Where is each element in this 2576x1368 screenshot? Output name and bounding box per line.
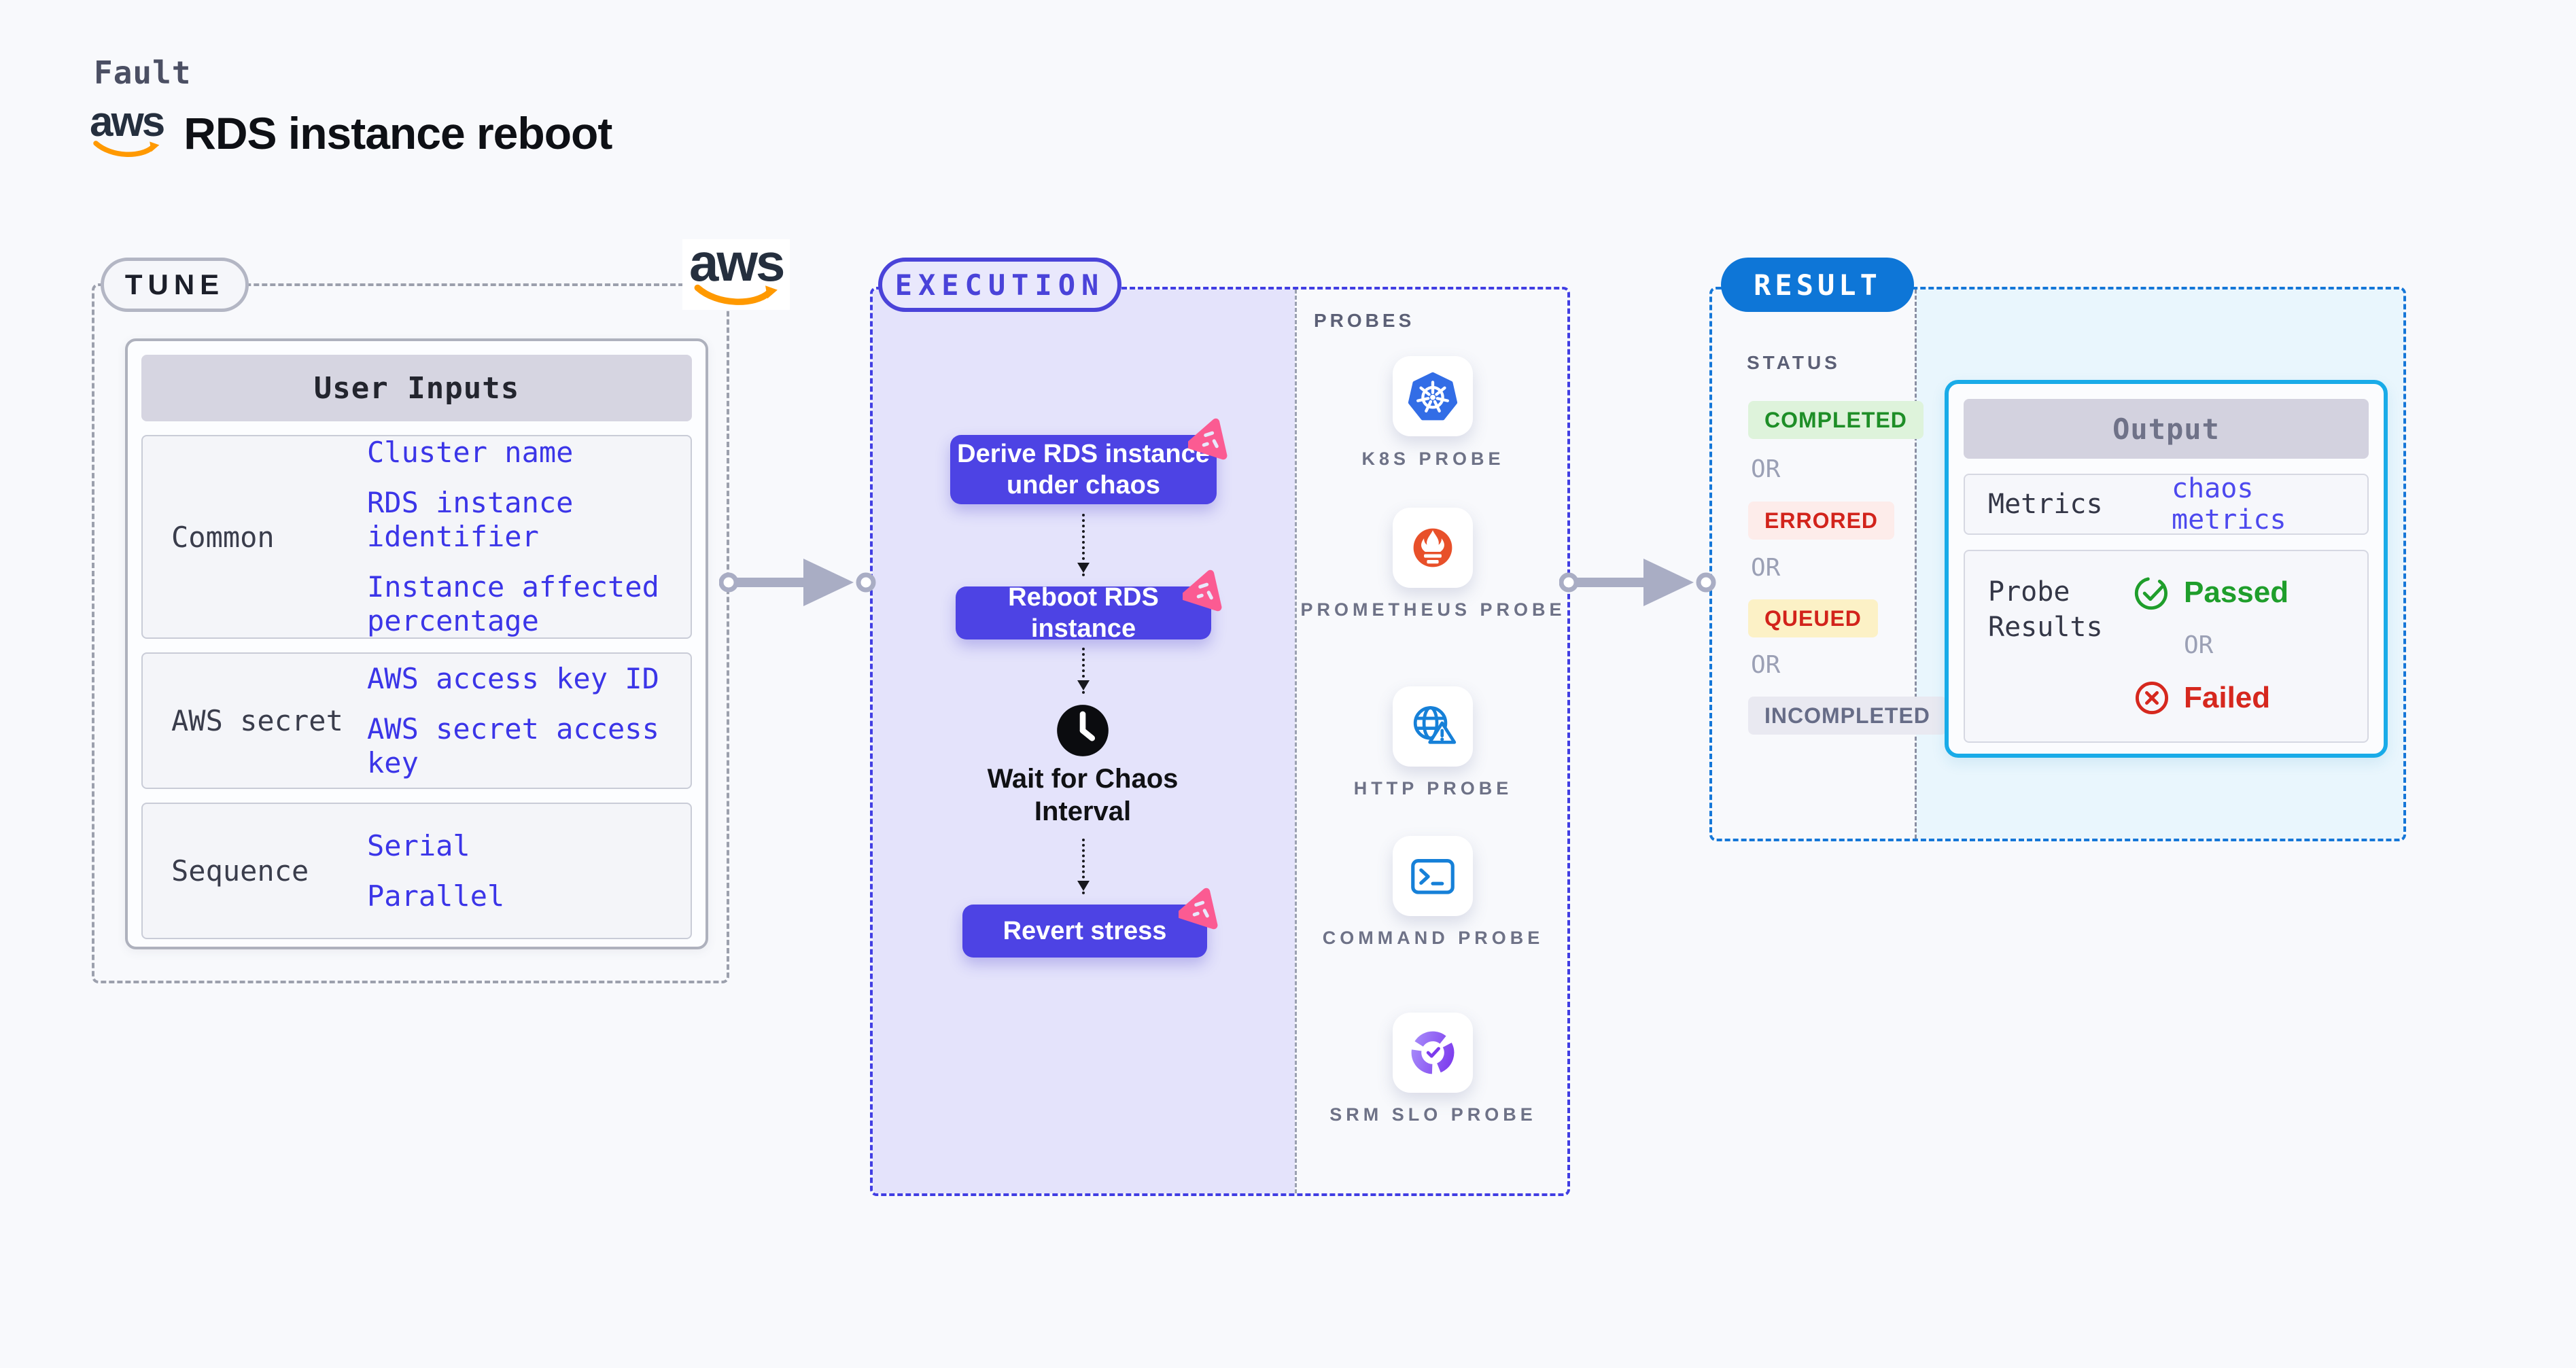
metrics-label: Metrics <box>1988 489 2103 520</box>
step-label: Reboot RDS instance <box>1008 583 1159 643</box>
execution-to-result-arrow <box>1559 559 1716 606</box>
aws-logo-icon: aws <box>90 101 165 160</box>
user-inputs-header: User Inputs <box>141 355 692 421</box>
aws-smile-icon <box>93 140 160 157</box>
row-label: AWS secret <box>171 704 343 737</box>
status-badge-incompleted: INCOMPLETED <box>1748 697 1947 735</box>
input-value: RDS instance identifier <box>367 486 574 553</box>
table-row-aws-secret: AWS secret AWS access key ID AWS secret … <box>141 652 692 789</box>
metrics-row: Metrics chaos metrics <box>1964 473 2369 536</box>
check-circle-icon <box>2134 577 2168 610</box>
probes-divider <box>1295 290 1297 1193</box>
table-row-common: Common Cluster name RDS instance identif… <box>141 435 692 639</box>
aws-smile-icon <box>694 284 778 305</box>
user-inputs-table: User Inputs Common Cluster name RDS inst… <box>125 338 708 949</box>
status-title: STATUS <box>1747 352 1841 373</box>
prometheus-probe-card <box>1393 508 1473 588</box>
or-separator: OR <box>1751 554 1781 582</box>
title-row: aws RDS instance reboot <box>90 101 612 160</box>
chaos-icon <box>1179 888 1218 930</box>
status-badge-queued: QUEUED <box>1748 599 1878 637</box>
flow-connector <box>1077 514 1090 576</box>
result-badge: RESULT <box>1721 258 1914 312</box>
probes-title: PROBES <box>1314 310 1415 331</box>
input-value: AWS secret access key <box>367 712 659 779</box>
output-header: Output <box>1964 399 2369 459</box>
chaos-icon <box>1188 418 1228 460</box>
tune-to-execution-arrow <box>719 559 876 606</box>
or-separator: OR <box>2184 631 2214 659</box>
derive-rds-instance-step-button[interactable]: Derive RDS instance under chaos <box>950 418 1228 504</box>
tune-section <box>92 283 729 983</box>
row-values: AWS access key ID AWS secret access key <box>367 654 691 788</box>
chaos-metrics-link[interactable]: chaos metrics <box>2172 473 2286 536</box>
flow-connector <box>1077 839 1090 894</box>
status-badge-errored: ERRORED <box>1748 502 1895 540</box>
row-label: Sequence <box>171 854 309 888</box>
srm-slo-probe-card <box>1393 1013 1473 1093</box>
wait-clock-icon <box>1054 701 1112 760</box>
k8s-probe-card <box>1393 356 1473 436</box>
input-value: Instance affected percentage <box>367 570 659 637</box>
status-output-divider <box>1915 290 1917 839</box>
reboot-rds-instance-step-button[interactable]: Reboot RDS instance <box>956 569 1222 643</box>
prometheus-probe-icon <box>1413 528 1452 567</box>
revert-stress-step-button[interactable]: Revert stress <box>962 888 1218 958</box>
passed-item: Passed <box>2134 574 2288 611</box>
probe-label: SRM SLO PROBE <box>1329 1104 1537 1125</box>
step-label: Derive RDS instance under chaos <box>957 440 1210 499</box>
table-row-sequence: Sequence Serial Parallel <box>141 803 692 939</box>
http-probe-card <box>1393 686 1473 767</box>
fault-kicker: Fault <box>94 54 192 91</box>
input-value: AWS access key ID <box>367 661 659 695</box>
output-card: Output Metrics chaos metrics Probe Resul… <box>1945 380 2388 758</box>
or-separator: OR <box>1751 455 1781 483</box>
failed-label: Failed <box>2184 681 2271 714</box>
probe-label: COMMAND PROBE <box>1322 928 1544 948</box>
probe-label: K8S PROBE <box>1361 449 1505 469</box>
probe-label: PROMETHEUS PROBE <box>1300 599 1566 620</box>
result-section <box>1709 287 2406 841</box>
http-probe-icon <box>1413 706 1457 744</box>
input-value: Serial <box>367 828 470 862</box>
chaos-icon <box>1183 569 1222 612</box>
srm-slo-probe-icon <box>1411 1031 1455 1074</box>
execution-badge: EXECUTION <box>878 258 1121 312</box>
row-label: Common <box>171 520 275 554</box>
failed-item: Failed <box>2134 680 2288 716</box>
k8s-probe-icon <box>1408 372 1458 421</box>
row-values: Serial Parallel <box>367 804 691 938</box>
aws-logo-icon-large: aws <box>682 236 790 311</box>
command-probe-card <box>1393 836 1473 916</box>
execution-section <box>870 287 1570 1196</box>
page-title: RDS instance reboot <box>184 108 612 159</box>
x-circle-icon <box>2135 681 2169 715</box>
row-values: Cluster name RDS instance identifier Ins… <box>367 436 691 637</box>
probe-results-values: Passed OR Failed <box>2134 574 2288 716</box>
step-label: Revert stress <box>1003 917 1167 945</box>
input-value: Parallel <box>367 879 505 913</box>
probe-results-row: Probe Results Passed OR Faile <box>1964 550 2369 743</box>
flow-connector <box>1077 648 1090 694</box>
or-separator: OR <box>1751 651 1781 679</box>
tune-badge: TUNE <box>101 258 249 312</box>
probe-label: HTTP PROBE <box>1353 778 1513 799</box>
probe-results-label: Probe Results <box>1988 576 2103 643</box>
command-probe-icon <box>1411 859 1455 894</box>
wait-for-chaos-interval-label: Wait for Chaos Interval <box>987 764 1179 826</box>
passed-label: Passed <box>2184 576 2289 609</box>
input-value: Cluster name <box>367 436 574 469</box>
status-badge-completed: COMPLETED <box>1748 401 1924 439</box>
